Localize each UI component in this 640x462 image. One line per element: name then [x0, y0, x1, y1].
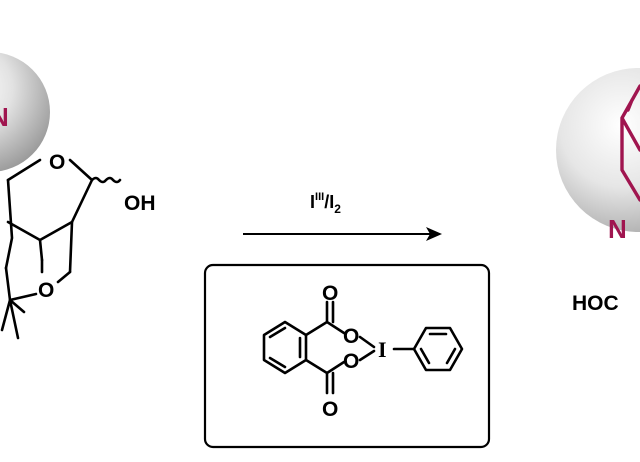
left-sphere [0, 52, 50, 172]
carbonyl-oxygen-top: O [322, 282, 338, 305]
reaction-arrow-head [426, 227, 442, 241]
upper-carbonyl-bonds [304, 300, 346, 337]
product-ring-bonds [620, 84, 640, 202]
right-sphere [556, 68, 640, 232]
iodine-bonds [358, 335, 416, 362]
catalyst-box: O O O O I [203, 263, 491, 449]
product-side-label: HOC [572, 292, 619, 315]
reagent-label: IIII/I2 [310, 191, 341, 216]
phenyl-ring-inner [419, 332, 457, 365]
ester-oxygen-top: O [343, 325, 359, 348]
anomeric-wavy-bond [90, 176, 122, 184]
product-sphere-atom: N [608, 214, 627, 244]
left-sphere-atom: N [0, 102, 9, 132]
ring-oxygen-bottom: O [38, 279, 54, 302]
catalyst-box-border [203, 263, 491, 449]
lower-carbonyl-bonds [304, 358, 346, 395]
ester-oxygen-bottom: O [343, 350, 359, 373]
inner-bonds [4, 178, 44, 270]
lower-oxygen-bonds [0, 270, 72, 340]
phthalate-benzene-inner [268, 326, 302, 369]
starting-material: N O O OH [0, 52, 156, 340]
reaction-conditions: IIII/I2 [243, 191, 442, 241]
iodine-atom: I [378, 337, 387, 362]
hydroxyl-label: OH [124, 192, 156, 215]
carbonyl-oxygen-bottom: O [322, 398, 338, 421]
product: N HOC [556, 68, 640, 315]
phenyl-ring [412, 326, 464, 372]
ring-oxygen-top: O [49, 151, 65, 174]
